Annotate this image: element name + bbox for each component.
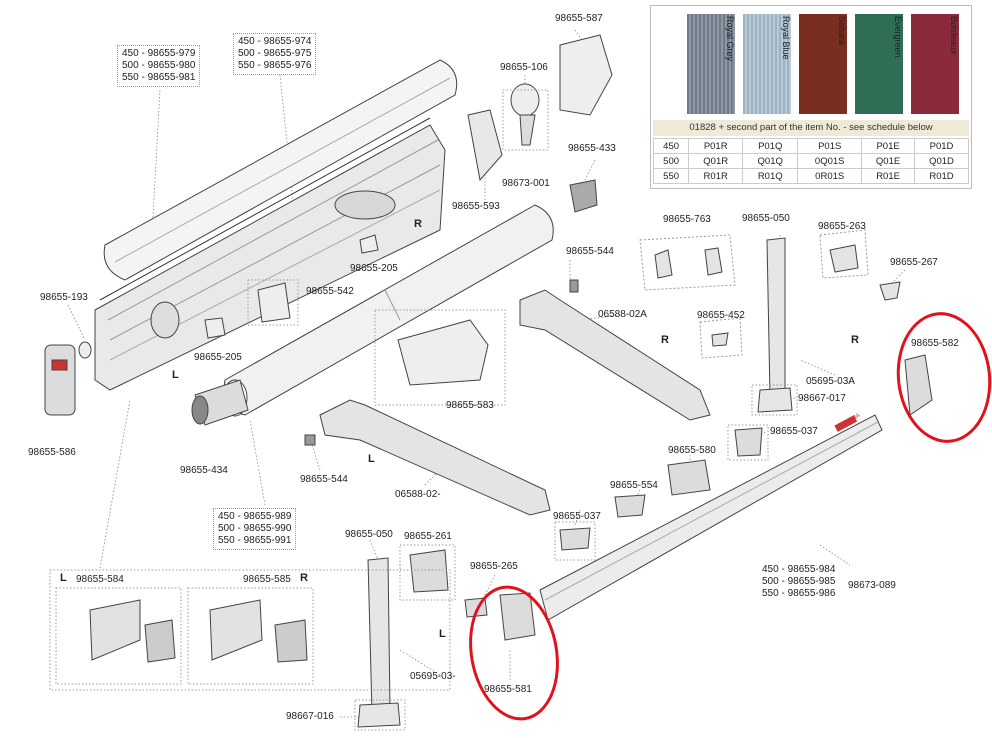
- swatch-royal-grey: [687, 14, 735, 114]
- swatch-name: Royal Grey: [725, 16, 735, 62]
- part-label: 98655-205: [350, 263, 398, 274]
- side-mark: R: [661, 334, 669, 346]
- awning-cover: [103, 59, 458, 281]
- swatch-name: Sahara: [837, 16, 847, 46]
- part-label: 98655-593: [452, 201, 500, 212]
- side-mark: R: [851, 334, 859, 346]
- fabric-color-table: Royal Grey Royal Blue Sahara Evergreen B…: [650, 5, 972, 189]
- part-label: 98667-017: [798, 393, 846, 404]
- part-label: 98655-193: [40, 292, 88, 303]
- part-label: 98655-050: [345, 529, 393, 540]
- part-label: 98667-016: [286, 711, 334, 722]
- front-bar: [539, 414, 883, 621]
- side-mark: R: [414, 218, 422, 230]
- part-label: 98655-584: [76, 574, 124, 585]
- part-label: 98655-265: [470, 561, 518, 572]
- part-label: 05695-03A: [806, 376, 855, 387]
- part-label: 98655-544: [300, 474, 348, 485]
- part-label: 06588-02-: [395, 489, 441, 500]
- part-label: 98655-544: [566, 246, 614, 257]
- part-label: 98655-586: [28, 447, 76, 458]
- bracket-parts: [409, 354, 933, 641]
- end-cap-kit-box: [49, 569, 451, 691]
- small-parts: [44, 34, 613, 446]
- part-label: 98655-452: [697, 310, 745, 321]
- part-label: 98673-089: [848, 580, 896, 591]
- side-mark: L: [60, 572, 67, 584]
- part-label: 98655-050: [742, 213, 790, 224]
- part-label: 98655-037: [770, 426, 818, 437]
- right-arm: [519, 229, 901, 421]
- part-label: 98655-037: [553, 511, 601, 522]
- part-label: 98655-205: [194, 352, 242, 363]
- part-label: 98655-263: [818, 221, 866, 232]
- left-leg: [357, 557, 401, 728]
- part-label: 98655-106: [500, 62, 548, 73]
- part-label: 06588-02A: [598, 309, 647, 320]
- part-label: 98655-433: [568, 143, 616, 154]
- swatch-name: Royal Blue: [781, 16, 791, 60]
- side-mark: R: [300, 572, 308, 584]
- part-label: 98655-261: [404, 531, 452, 542]
- part-label: 98655-267: [890, 257, 938, 268]
- part-label: 98655-587: [555, 13, 603, 24]
- swatch-bordeaux: [911, 14, 959, 114]
- swatch-name: Evergreen: [893, 16, 903, 58]
- part-label: 98655-554: [610, 480, 658, 491]
- right-leg: [757, 237, 793, 413]
- side-mark: L: [368, 453, 375, 465]
- part-label: 98655-583: [446, 400, 494, 411]
- part-label: 98673-001: [502, 178, 550, 189]
- part-label: 98655-580: [668, 445, 716, 456]
- part-label: 98655-763: [663, 214, 711, 225]
- part-label: 98655-434: [180, 465, 228, 476]
- swatch-name: Bordeaux: [949, 16, 959, 55]
- table-header: 01828 + second part of the item No. - se…: [653, 120, 969, 136]
- part-label: 98655-585: [243, 574, 291, 585]
- swatch-evergreen: [855, 14, 903, 114]
- part-label: 98655-542: [306, 286, 354, 297]
- side-mark: L: [439, 628, 446, 640]
- part-label: 05695-03-: [410, 671, 456, 682]
- swatch-sahara: [799, 14, 847, 114]
- case-profile: [94, 117, 446, 391]
- part-label: 98655-582: [911, 338, 959, 349]
- part-label: 98655-581: [484, 684, 532, 695]
- side-mark: L: [172, 369, 179, 381]
- left-arm: [319, 399, 551, 516]
- swatch-royal-blue: [743, 14, 791, 114]
